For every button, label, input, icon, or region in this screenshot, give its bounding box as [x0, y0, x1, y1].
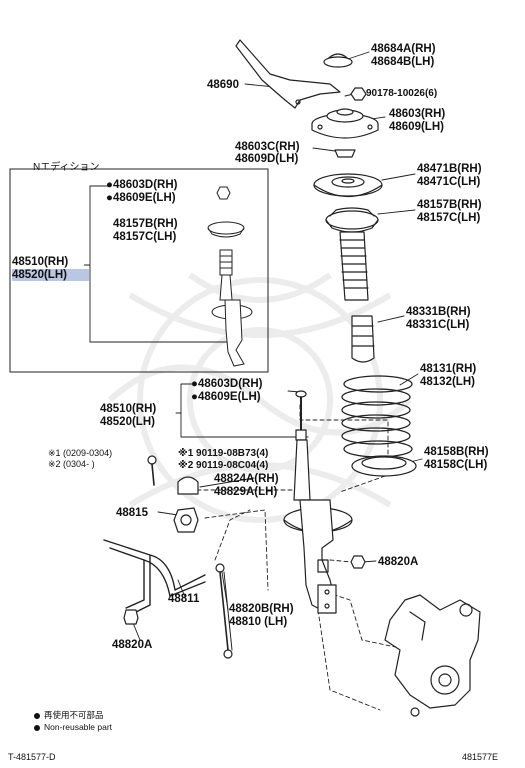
label-48815[interactable]: 48815 — [116, 507, 148, 519]
label-48132[interactable]: 48132(LH) — [420, 376, 475, 388]
support-cap-48684 — [323, 53, 353, 68]
dust-boot — [339, 231, 369, 301]
label-48331b[interactable]: 48331B(RH) — [406, 306, 471, 318]
label-90178[interactable]: 90178-10026(6) — [366, 88, 438, 99]
label-48820b[interactable]: 48820B(RH) — [229, 603, 294, 615]
label-48820a-left[interactable]: 48820A — [112, 639, 153, 651]
nut-48820a-left — [123, 609, 139, 625]
legend-non-reusable-en: Non-reusable part — [34, 722, 112, 733]
label-48684b[interactable]: 48684B(LH) — [371, 56, 435, 68]
label-48158b[interactable]: 48158B(RH) — [424, 446, 489, 458]
watermark-emblem — [107, 272, 413, 523]
stabilizer-link-48820b — [215, 563, 233, 659]
note-2: ※2 (0304- ) — [48, 459, 95, 469]
lower-insulator-48158b — [351, 455, 417, 477]
label-48520[interactable]: 48520(LH) — [100, 416, 155, 428]
bracket-48690 — [235, 39, 341, 109]
note-1: ※1 (0209-0304) — [48, 448, 113, 458]
bullet-icon — [34, 724, 40, 731]
label-48131[interactable]: 48131(RH) — [420, 363, 477, 375]
label-48811[interactable]: 48811 — [168, 593, 200, 605]
label-48609d[interactable]: 48609D(LH) — [235, 153, 299, 165]
upper-spring-seat-48471b — [313, 173, 383, 197]
n-edition-inset-box — [9, 168, 269, 373]
footer-right-code: 481577E — [462, 752, 499, 762]
suspension-support-48603 — [311, 108, 379, 139]
legend-non-reusable-jp: 再使用不可部品 — [34, 710, 104, 721]
label-48603[interactable]: 48603(RH) — [389, 108, 446, 120]
bolt-90119 — [147, 455, 157, 486]
label-48471c[interactable]: 48471C(LH) — [417, 176, 481, 188]
nut-48820a-right — [350, 555, 366, 569]
inset-title: Nエディション — [33, 162, 100, 173]
spacer-48603c — [334, 149, 356, 158]
label-n48609e[interactable]: ●48609E(LH) — [106, 192, 176, 204]
bullet-icon — [34, 712, 40, 719]
footer-left-code: T-481577-D — [8, 752, 56, 762]
label-48603c[interactable]: 48603C(RH) — [235, 141, 300, 153]
label-48609[interactable]: 48609(LH) — [389, 121, 444, 133]
label-n48157b[interactable]: 48157B(RH) — [113, 218, 178, 230]
shock-absorber-strut-48510 — [283, 390, 353, 614]
coil-spring-48131 — [341, 375, 413, 458]
stabilizer-bracket-48824a — [177, 476, 199, 495]
nut-90178 — [350, 87, 367, 101]
label-48609e[interactable]: ●48609E(LH) — [191, 391, 261, 403]
label-48829a[interactable]: 48829A(LH) — [214, 486, 278, 498]
label-48331c[interactable]: 48331C(LH) — [406, 319, 470, 331]
label-48824a[interactable]: 48824A(RH) — [214, 473, 279, 485]
label-48810[interactable]: 48810 (LH) — [229, 616, 288, 628]
label-48157c[interactable]: 48157C(LH) — [417, 212, 481, 224]
steering-knuckle — [384, 594, 481, 717]
stabilizer-bar-48811 — [103, 539, 206, 616]
upper-insulator-48157b — [325, 207, 379, 233]
bound-stopper-48331b — [351, 315, 375, 363]
label-48603d[interactable]: ●48603D(RH) — [191, 378, 263, 390]
label-48690[interactable]: 48690 — [207, 79, 239, 91]
label-48510[interactable]: 48510(RH) — [100, 403, 157, 415]
label-90119-1[interactable]: ※1 90119-08B73(4) — [178, 448, 269, 459]
stabilizer-bushing-48815 — [173, 507, 199, 533]
label-90119-2[interactable]: ※2 90119-08C04(4) — [178, 460, 269, 471]
label-48158c[interactable]: 48158C(LH) — [424, 459, 488, 471]
label-48820a-right[interactable]: 48820A — [378, 556, 419, 568]
label-n48510[interactable]: 48510(RH) — [12, 256, 69, 268]
label-48684a[interactable]: 48684A(RH) — [371, 43, 436, 55]
label-n48157c[interactable]: 48157C(LH) — [113, 231, 177, 243]
label-n48603d[interactable]: ●48603D(RH) — [106, 179, 178, 191]
label-48471b[interactable]: 48471B(RH) — [417, 163, 482, 175]
label-n48520-highlighted[interactable]: 48520(LH) — [12, 269, 89, 281]
label-48157b[interactable]: 48157B(RH) — [417, 199, 482, 211]
